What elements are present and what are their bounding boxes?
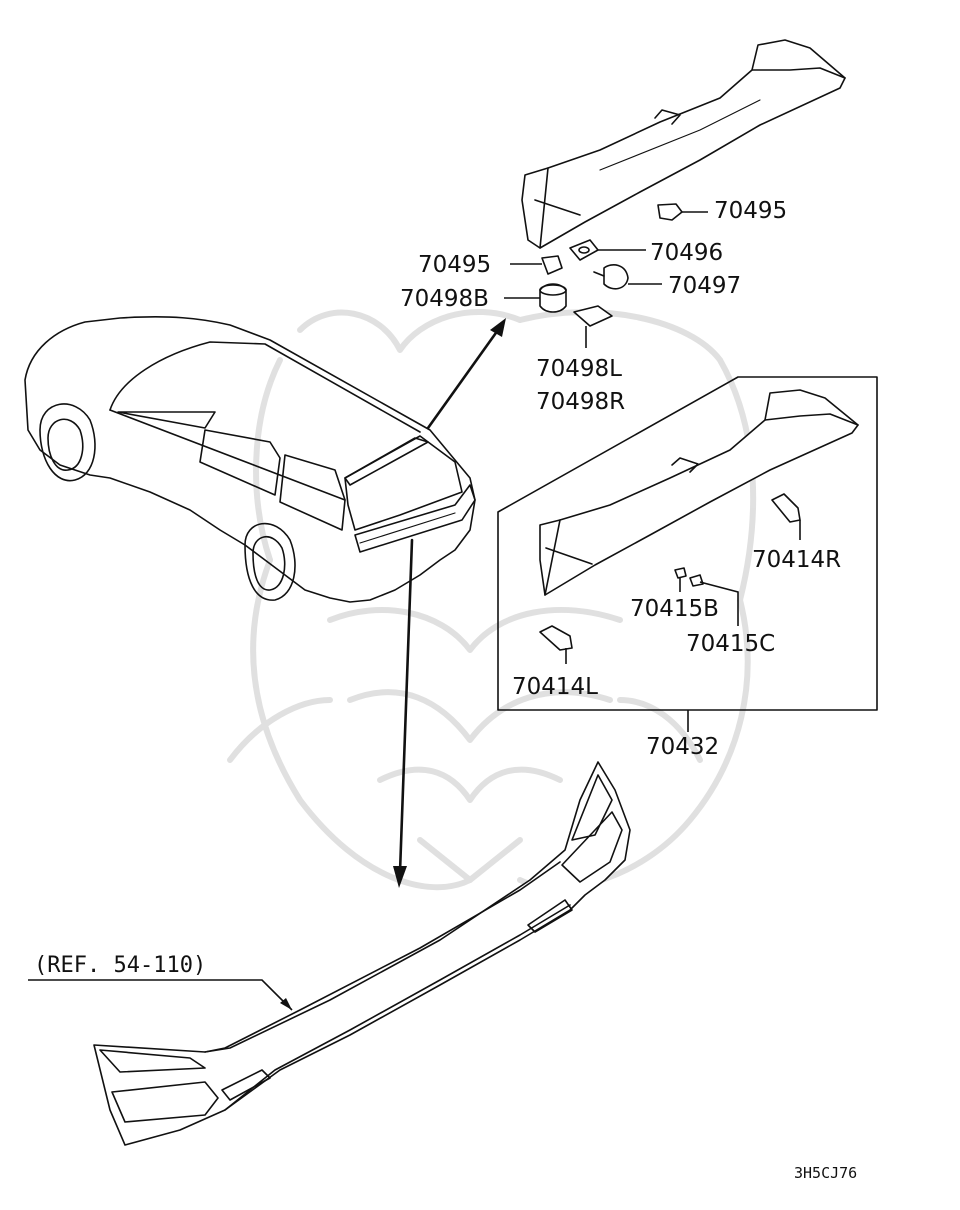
- label-70498b: 70498B: [400, 286, 489, 312]
- leader-arrows: [393, 318, 506, 888]
- label-70414r: 70414R: [752, 547, 841, 573]
- label-70415c: 70415C: [686, 631, 775, 657]
- label-70496: 70496: [650, 240, 723, 266]
- hardware-parts: [504, 203, 708, 348]
- spoiler-kit-box: [497, 376, 878, 732]
- label-70495-top: 70495: [714, 198, 787, 224]
- label-70415b: 70415B: [630, 596, 719, 622]
- label-70498r: 70498R: [536, 389, 625, 415]
- label-70497: 70497: [668, 273, 741, 299]
- diagram-code: 3H5CJ76: [794, 1164, 857, 1182]
- rear-spoiler-top: [521, 39, 846, 249]
- label-70498l: 70498L: [536, 356, 622, 382]
- label-70414l: 70414L: [512, 674, 598, 700]
- vehicle-outline: [24, 316, 476, 603]
- rear-garnish: [28, 761, 631, 1146]
- watermark-emblem: [227, 309, 757, 891]
- ref-label: (REF. 54-110): [34, 953, 206, 978]
- label-70432: 70432: [646, 734, 719, 760]
- label-70495-left: 70495: [418, 252, 491, 278]
